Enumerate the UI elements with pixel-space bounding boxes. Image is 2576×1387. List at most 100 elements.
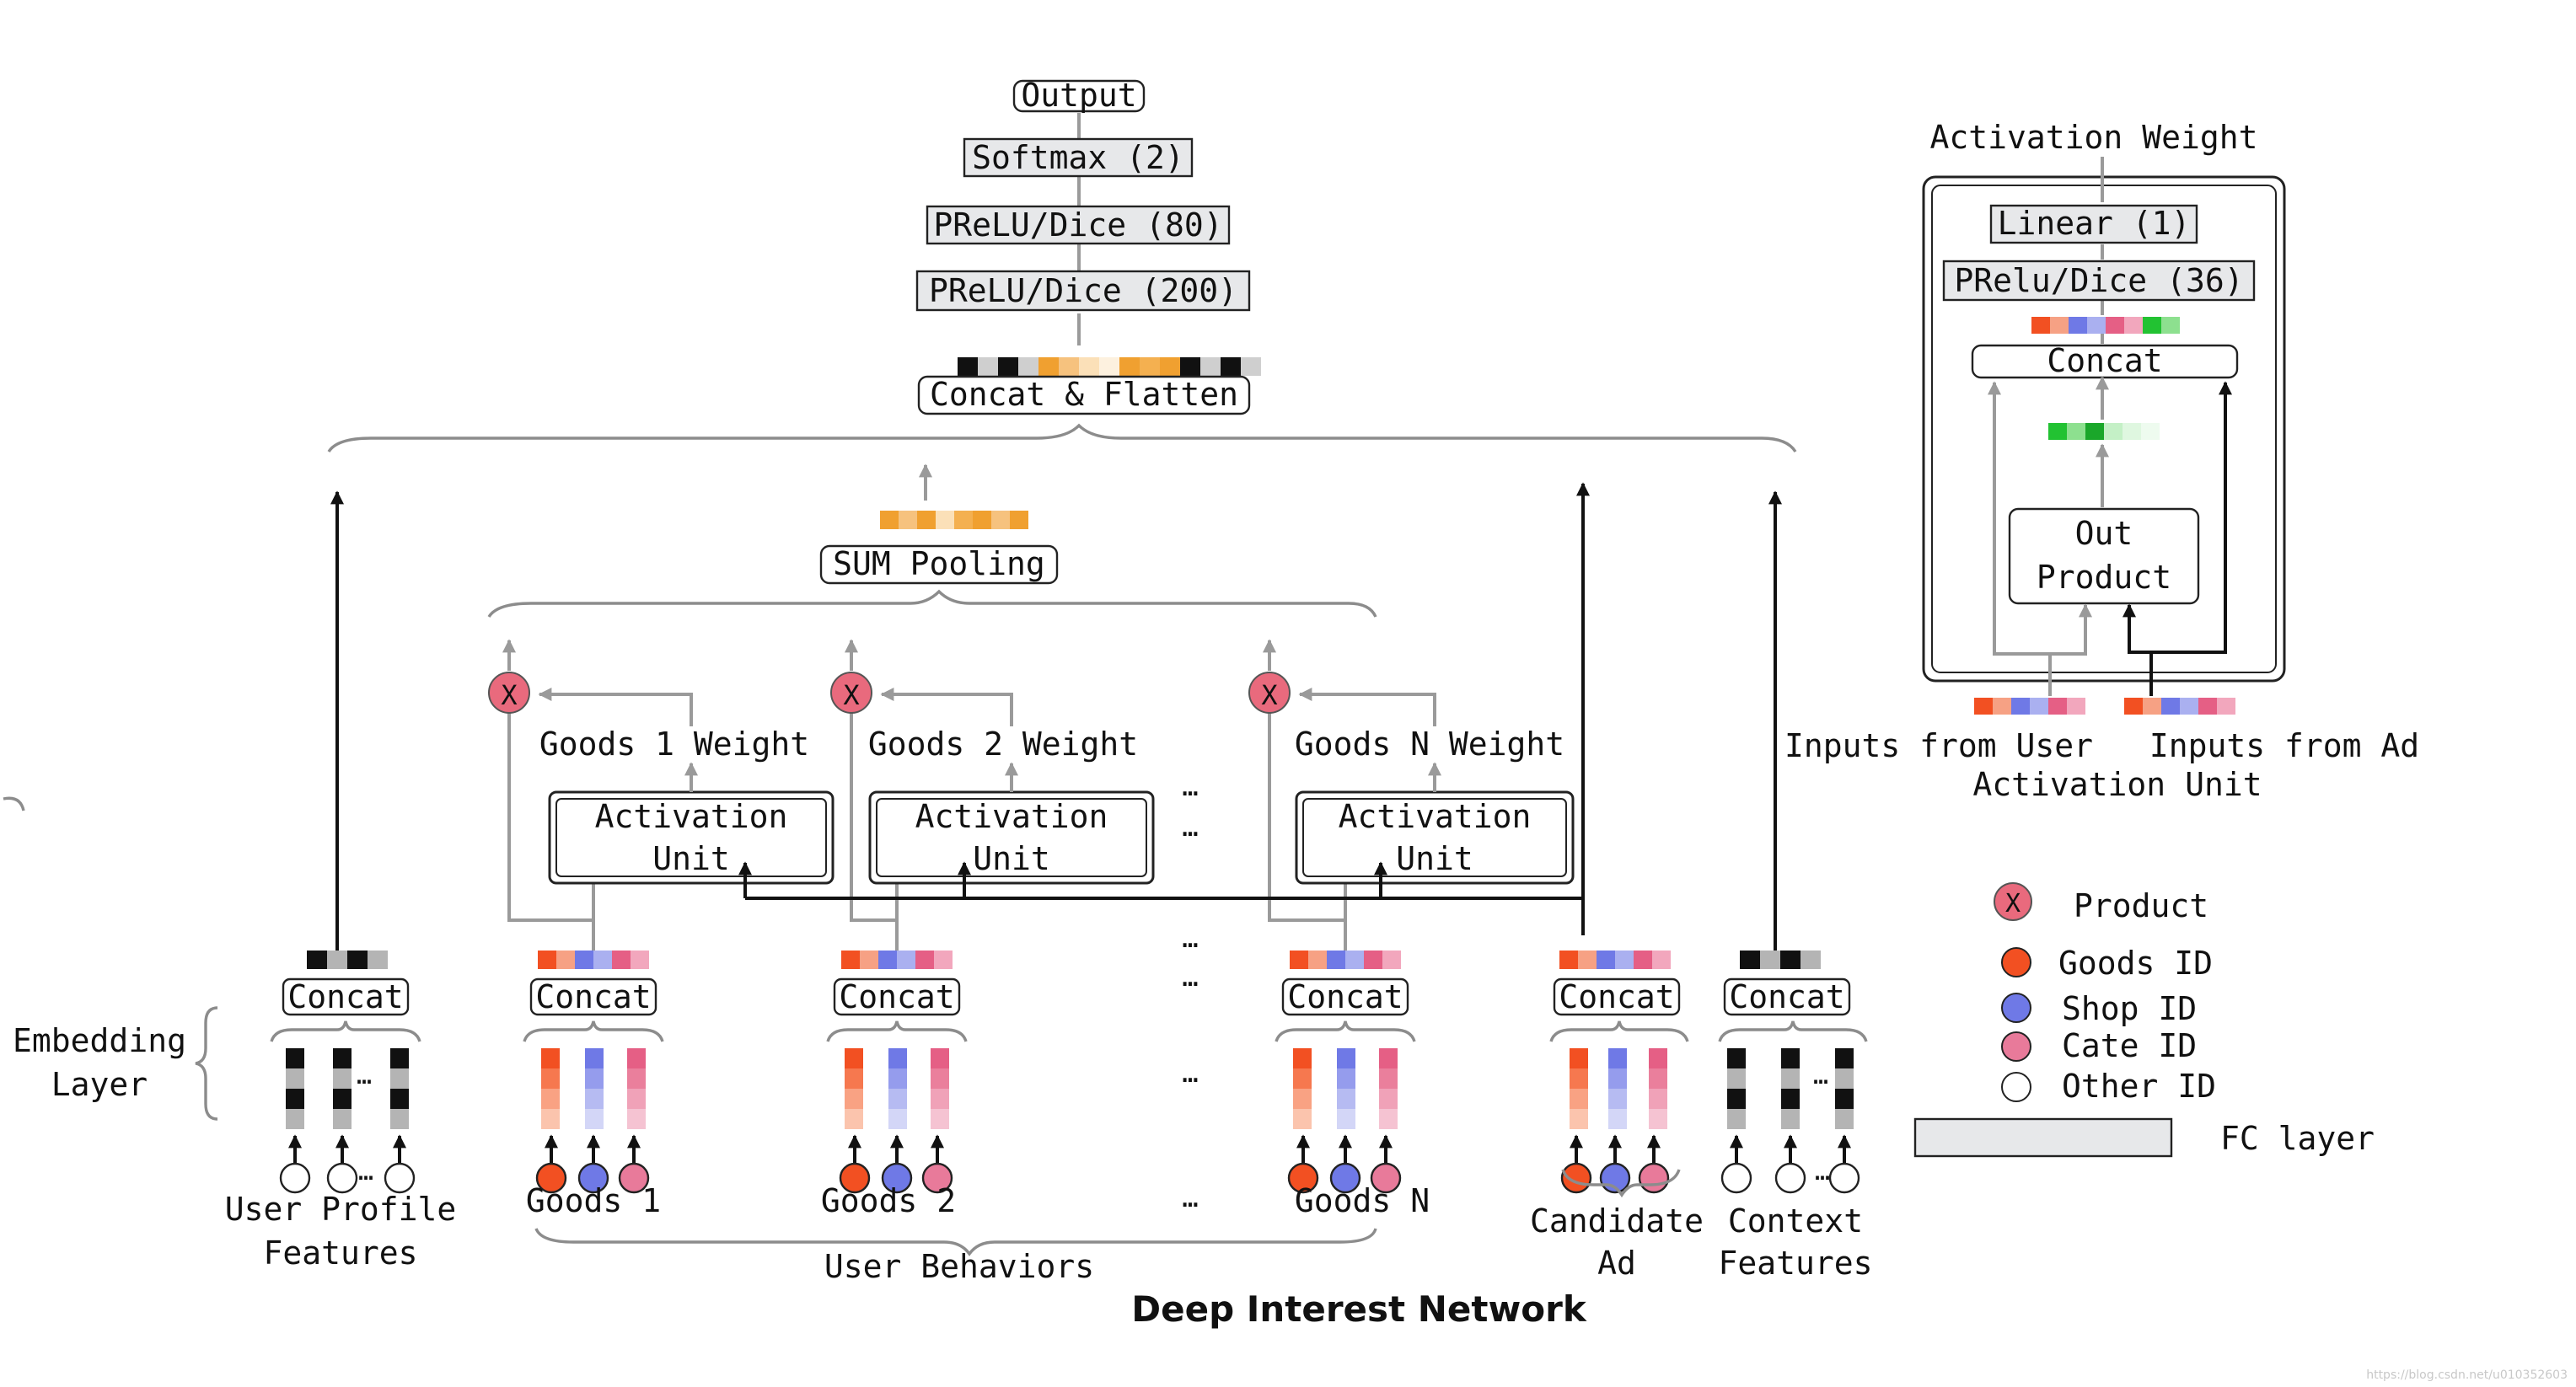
legend-other-id-icon (2001, 1072, 2031, 1102)
output-box (1012, 79, 1146, 113)
input-user-strip-cell (2048, 698, 2067, 715)
goods-vector (1570, 1048, 1588, 1129)
detail-green-cell-cell (2141, 423, 2160, 440)
cate-vector-cell (931, 1048, 949, 1068)
other-vector-cell (1781, 1048, 1800, 1068)
detail-concat-cell-cell (2106, 317, 2124, 334)
softmax-layer (963, 137, 1194, 178)
other-vector-cell (1781, 1109, 1800, 1129)
goods-vector-cell (1570, 1109, 1588, 1129)
cate-vector-cell (627, 1048, 646, 1068)
concat-strip-cell (593, 951, 612, 969)
activation-unit-line1: Activation (595, 798, 788, 835)
pool-strip-cell (936, 511, 954, 529)
input-node (1329, 1162, 1361, 1194)
detail-concat-cell (2031, 317, 2180, 334)
other-vector-cell (333, 1068, 352, 1089)
shop-vector (585, 1048, 604, 1129)
concat-strip-cell (1345, 951, 1364, 969)
concat-strip-cell (1740, 951, 1760, 969)
weight-to-product (538, 688, 693, 726)
goods2-label: Goods 2 (821, 1182, 956, 1219)
product-symbol: X (1261, 679, 1277, 711)
goods-vector-cell (541, 1068, 560, 1089)
goods-vector-cell (845, 1048, 863, 1068)
concat-strip-cell (538, 951, 556, 969)
input-ad-strip-cell (2161, 698, 2180, 715)
concat-strip (1290, 951, 1401, 969)
legend-product-icon (1994, 882, 2032, 921)
pool-strip (880, 511, 1028, 529)
concat-box (833, 977, 961, 1016)
input-user-strip-cell (1974, 698, 1993, 715)
ellipses: … … … … … … (1182, 770, 1198, 1213)
weight-label: Goods 2 Weight (868, 726, 1138, 763)
goods-vector-cell (1570, 1048, 1588, 1068)
ellipsis-goods: … (1182, 1181, 1198, 1213)
shop-vector (888, 1048, 907, 1129)
input-ad-strip-cell (2143, 698, 2161, 715)
cate-vector-cell (1649, 1048, 1667, 1068)
legend-cate-id-icon (2001, 1031, 2031, 1062)
input-node (881, 1162, 913, 1194)
context-line1: Context (1728, 1202, 1863, 1240)
pooled-embedding-strip (880, 511, 1028, 529)
shop-vector-cell (888, 1068, 907, 1089)
flat-strip-cell (1160, 357, 1180, 376)
concat-strip-cell (347, 951, 368, 969)
legend-fc-layer-label: FC layer (2220, 1120, 2375, 1157)
goods-vector-cell (1570, 1068, 1588, 1089)
shop-vector-cell (888, 1109, 907, 1129)
concat-box (282, 977, 410, 1016)
detail-concat-cell-cell (2031, 317, 2050, 334)
other-vector-cell (390, 1109, 409, 1129)
goods-vector-cell (1293, 1109, 1312, 1129)
out-product-line1: Out (2075, 515, 2133, 552)
other-vector-cell (1727, 1109, 1746, 1129)
prelu200-layer (915, 270, 1251, 312)
linear-label: Linear (1) (1998, 205, 2191, 242)
weight-to-product (1298, 688, 1436, 726)
activation-unit-line1: Activation (915, 798, 1108, 835)
activation-unit-inner (1302, 798, 1567, 877)
svg-text:Layer: Layer (51, 1066, 148, 1103)
legend-goods-id-icon (2001, 947, 2031, 977)
sum-pooling-box (819, 544, 1059, 585)
input-node (1370, 1162, 1402, 1194)
cate-vector-cell (627, 1089, 646, 1109)
concat-strip-cell (368, 951, 388, 969)
cate-vector-cell (1379, 1109, 1398, 1129)
other-vector-cell (286, 1109, 304, 1129)
sum-pooling-block: SUM Pooling (487, 463, 1377, 619)
prelu200-label: PReLU/Dice (200) (929, 272, 1237, 309)
concat-strip-cell (1364, 951, 1382, 969)
flat-strip-cell (1180, 357, 1200, 376)
shop-vector-cell (1337, 1089, 1355, 1109)
input-user-strip-cell (2011, 698, 2030, 715)
vector-brace (1275, 1020, 1416, 1042)
concat-box (1553, 977, 1681, 1016)
cate-vector-cell (627, 1109, 646, 1129)
shop-vector-cell (888, 1048, 907, 1068)
cate-vector (931, 1048, 949, 1129)
concat-strip-cell (1382, 951, 1401, 969)
goods-vector-cell (1570, 1089, 1588, 1109)
detail-concat-cell-cell (2161, 317, 2180, 334)
shop-vector-cell (1608, 1068, 1627, 1089)
input-node (1638, 1162, 1670, 1194)
input-user-strip (1974, 698, 2085, 715)
input-node (618, 1162, 650, 1194)
flat-strip-cell (1059, 357, 1079, 376)
flat-strip-cell (1241, 357, 1261, 376)
other-vector (1781, 1048, 1800, 1129)
other-vector-cell (390, 1068, 409, 1089)
to-product (850, 710, 899, 951)
activation-unit-inner (555, 798, 827, 877)
activation-unit-line2: Unit (652, 840, 730, 877)
concat-label: Concat (535, 978, 651, 1015)
other-vector (1727, 1048, 1746, 1129)
flat-strip-cell (1140, 357, 1160, 376)
vector-brace (826, 1020, 968, 1042)
detail-concat-cell-cell (2124, 317, 2143, 334)
